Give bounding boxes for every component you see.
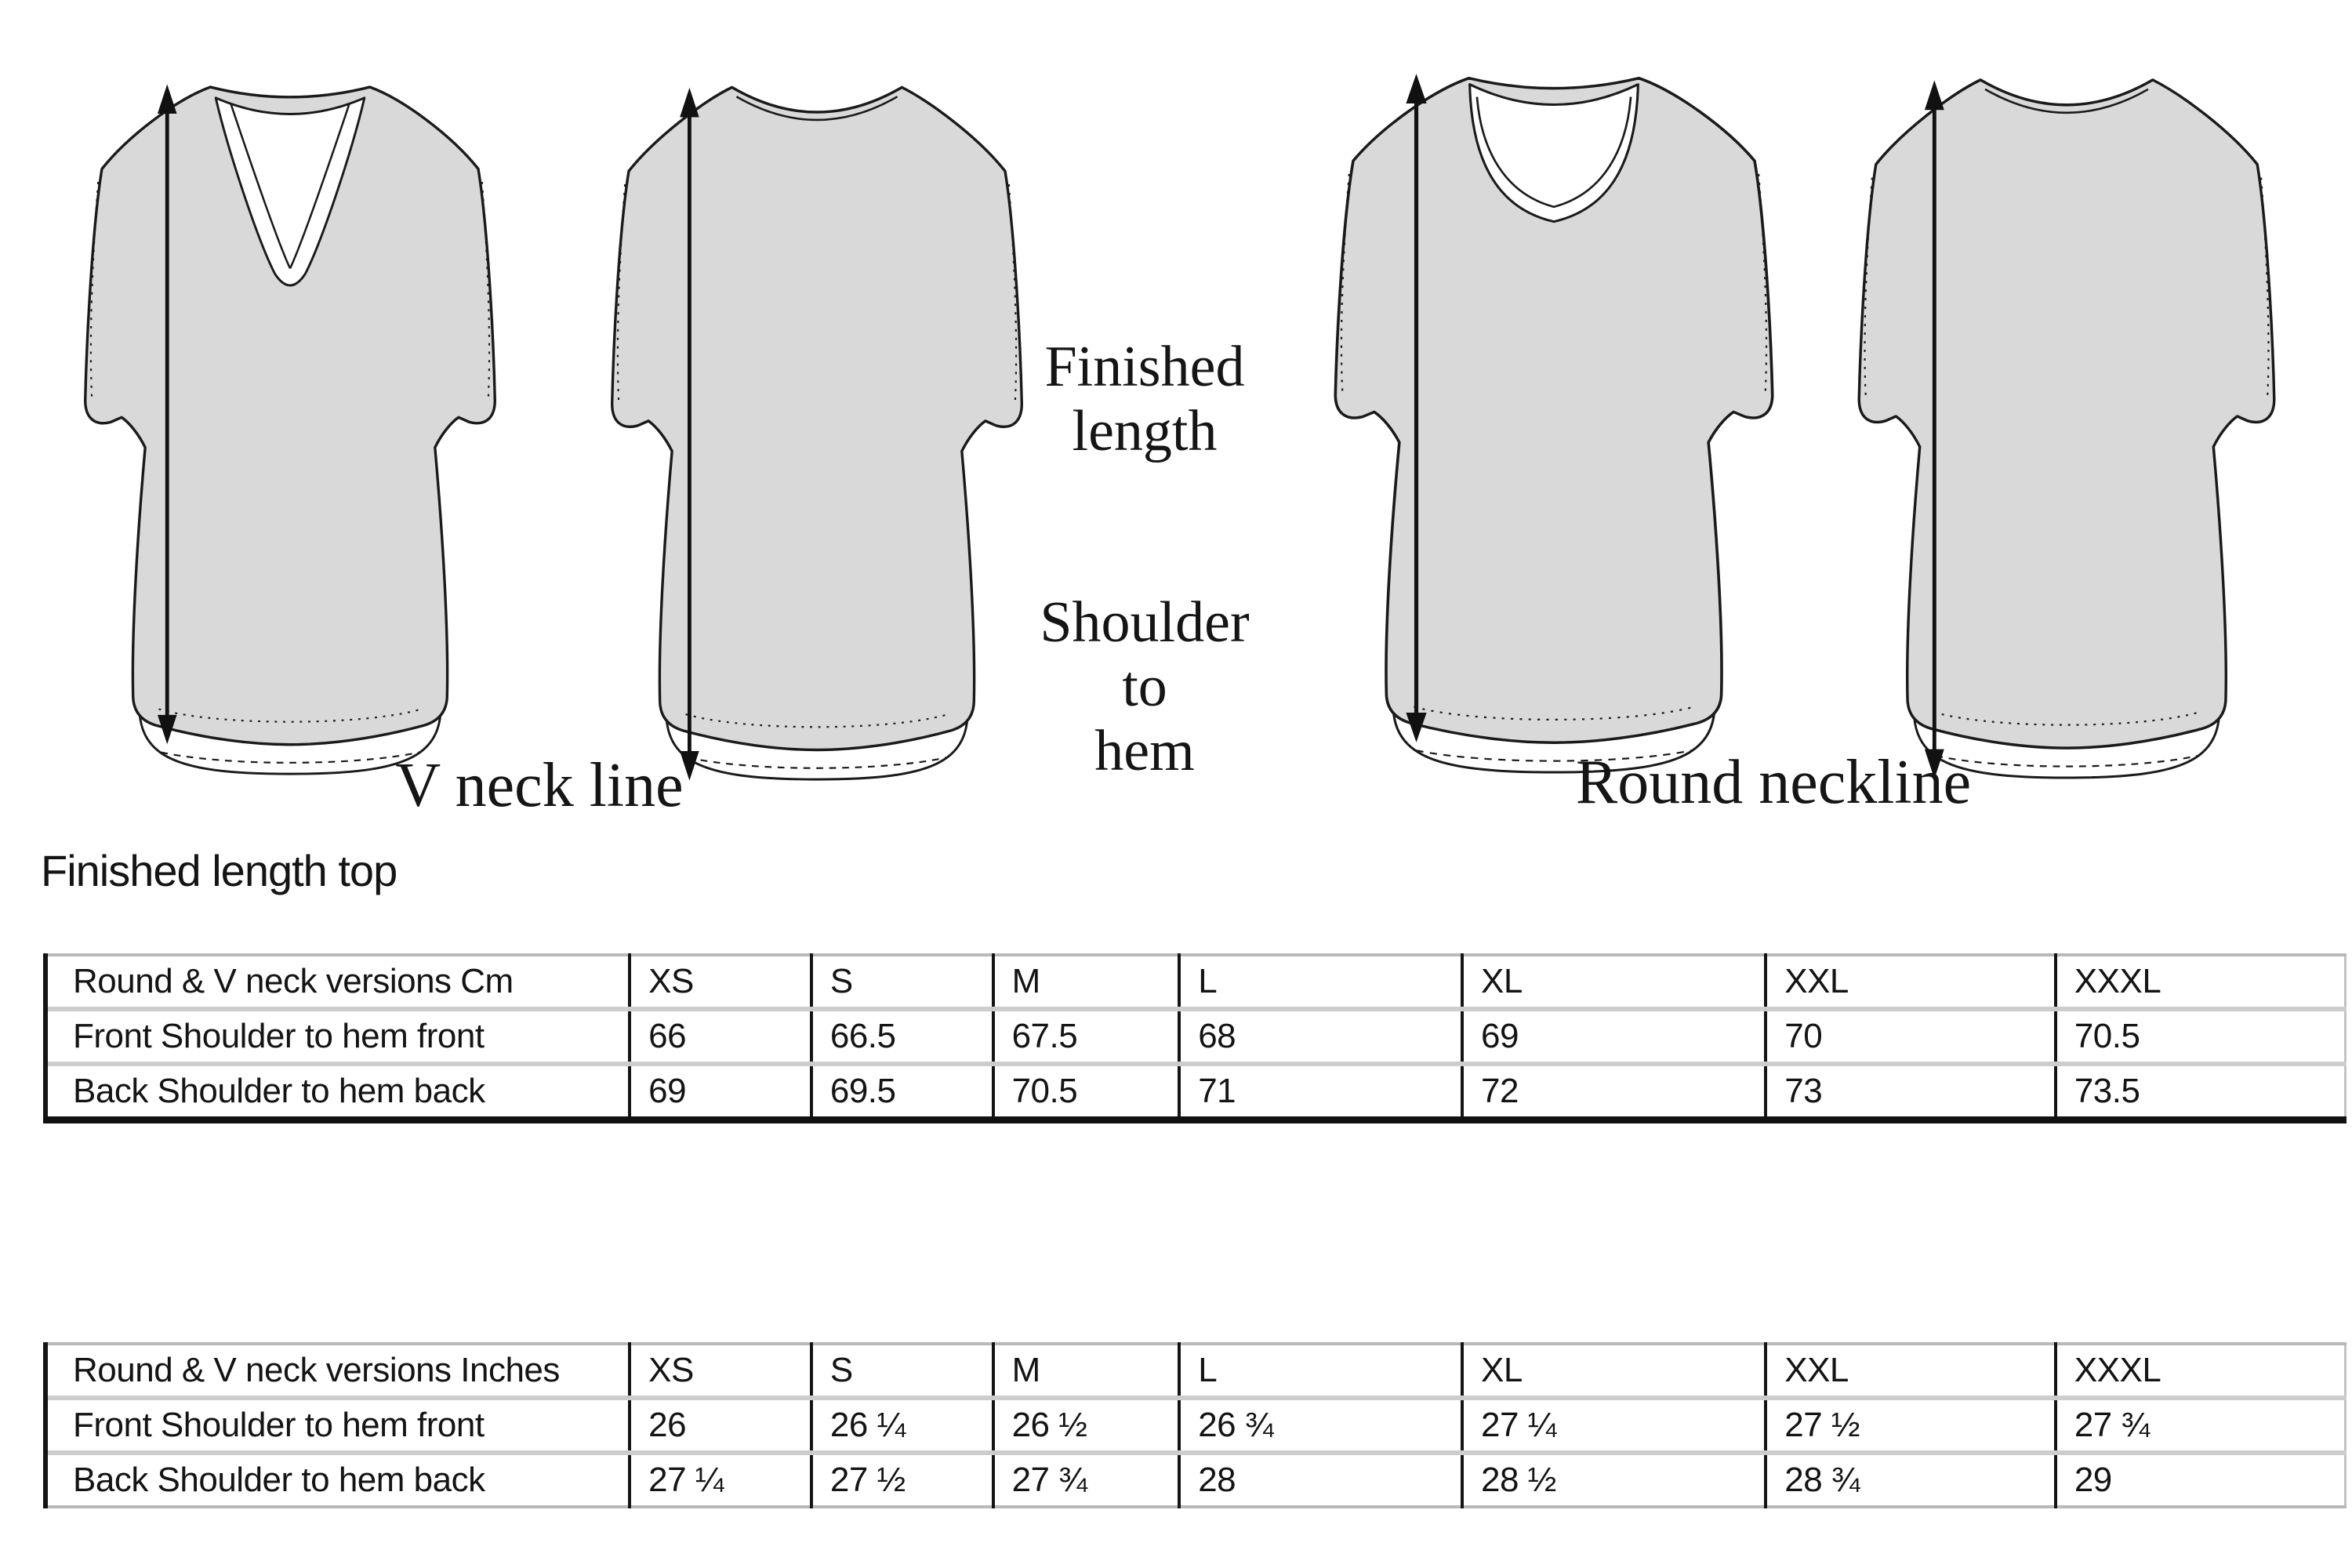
round-neck-band-line <box>1475 96 1632 209</box>
value-cell: 27 ½ <box>1764 1396 2056 1453</box>
value-cell: 67.5 <box>991 1007 1180 1064</box>
value-cell: 26 <box>628 1396 811 1453</box>
round-neck-front-sketch <box>1303 30 1805 779</box>
col-header-xxxl: XXXL <box>2053 1344 2346 1398</box>
col-header-xl: XL <box>1460 955 1766 1009</box>
inches-front-row: Front Shoulder to hem front 26 26 ¼ 26 ½… <box>42 1396 2346 1453</box>
col-header-xs: XS <box>628 955 811 1009</box>
v-neck-back-sketch <box>582 41 1052 786</box>
round-neck-back-sketch <box>1828 33 2305 784</box>
row-label: Front Shoulder to hem front <box>42 1007 630 1064</box>
cm-header-row: Round & V neck versions Cm XS S M L XL X… <box>42 955 2346 1009</box>
size-table-inches: Round & V neck versions Inches XS S M L … <box>42 1342 2347 1508</box>
finished-length-note: Finished length <box>1044 335 1245 463</box>
value-cell: 26 ¾ <box>1178 1396 1462 1453</box>
cm-front-row: Front Shoulder to hem front 66 66.5 67.5… <box>42 1007 2346 1064</box>
value-cell: 27 ¼ <box>1460 1396 1766 1453</box>
value-cell: 69 <box>1460 1007 1766 1064</box>
col-header-s: S <box>809 955 993 1009</box>
value-cell: 29 <box>2053 1450 2346 1507</box>
row-label: Back Shoulder to hem back <box>42 1062 630 1120</box>
inches-table-title: Round & V neck versions Inches <box>42 1344 630 1398</box>
inches-header-row: Round & V neck versions Inches XS S M L … <box>42 1344 2346 1398</box>
col-header-xxl: XXL <box>1764 1344 2056 1398</box>
value-cell: 26 ¼ <box>809 1396 993 1453</box>
value-cell: 28 ¾ <box>1764 1450 2056 1507</box>
tee-body <box>1857 78 2276 750</box>
value-cell: 28 ½ <box>1460 1450 1766 1507</box>
value-cell: 68 <box>1178 1007 1462 1064</box>
measurement-arrow <box>1924 80 1944 779</box>
value-cell: 27 ¼ <box>628 1450 811 1507</box>
measurement-note: Finished length Shoulder to hem <box>909 270 1380 848</box>
value-cell: 66 <box>628 1007 811 1064</box>
row-label: Back Shoulder to hem back <box>42 1450 630 1507</box>
round-neck-caption: Round neckline <box>1575 748 1972 817</box>
col-header-m: M <box>991 1344 1180 1398</box>
col-header-xxl: XXL <box>1764 955 2056 1009</box>
col-header-xxxl: XXXL <box>2053 955 2346 1009</box>
v-neck-caption: V neck line <box>395 751 684 820</box>
cm-table-title: Round & V neck versions Cm <box>42 955 630 1009</box>
value-cell: 69 <box>628 1062 811 1120</box>
value-cell: 70.5 <box>991 1062 1180 1120</box>
shoulder-to-hem-note: Shoulder to hem <box>1040 590 1250 783</box>
v-neck-opening <box>214 96 366 287</box>
measurement-arrow <box>680 87 699 781</box>
v-neck-band-line <box>230 103 350 269</box>
value-cell: 28 <box>1178 1450 1462 1507</box>
value-cell: 26 ½ <box>991 1396 1180 1453</box>
size-table-cm: Round & V neck versions Cm XS S M L XL X… <box>42 953 2347 1123</box>
col-header-m: M <box>991 955 1180 1009</box>
value-cell: 70.5 <box>2053 1007 2346 1064</box>
back-neck-band-line <box>735 96 898 122</box>
value-cell: 71 <box>1178 1062 1462 1120</box>
section-title: Finished length top <box>41 846 397 895</box>
v-neck-front-sketch <box>55 39 525 780</box>
inches-back-row: Back Shoulder to hem back 27 ¼ 27 ½ 27 ¾… <box>42 1450 2346 1507</box>
measurement-arrow <box>157 84 177 745</box>
value-cell: 27 ½ <box>809 1450 993 1507</box>
col-header-xl: XL <box>1460 1344 1766 1398</box>
value-cell: 69.5 <box>809 1062 993 1120</box>
col-header-xs: XS <box>628 1344 811 1398</box>
measurement-arrow <box>1406 74 1427 742</box>
col-header-s: S <box>809 1344 993 1398</box>
value-cell: 70 <box>1764 1007 2056 1064</box>
row-label: Front Shoulder to hem front <box>42 1396 630 1453</box>
cm-back-row: Back Shoulder to hem back 69 69.5 70.5 7… <box>42 1062 2346 1120</box>
back-neck-band-line <box>1984 88 2149 114</box>
value-cell: 66.5 <box>809 1007 993 1064</box>
round-neck-opening <box>1468 83 1639 223</box>
value-cell: 73 <box>1764 1062 2056 1120</box>
value-cell: 72 <box>1460 1062 1766 1120</box>
col-header-l: L <box>1178 955 1462 1009</box>
value-cell: 73.5 <box>2053 1062 2346 1120</box>
value-cell: 27 ¾ <box>2053 1396 2346 1453</box>
col-header-l: L <box>1178 1344 1462 1398</box>
value-cell: 27 ¾ <box>991 1450 1180 1507</box>
